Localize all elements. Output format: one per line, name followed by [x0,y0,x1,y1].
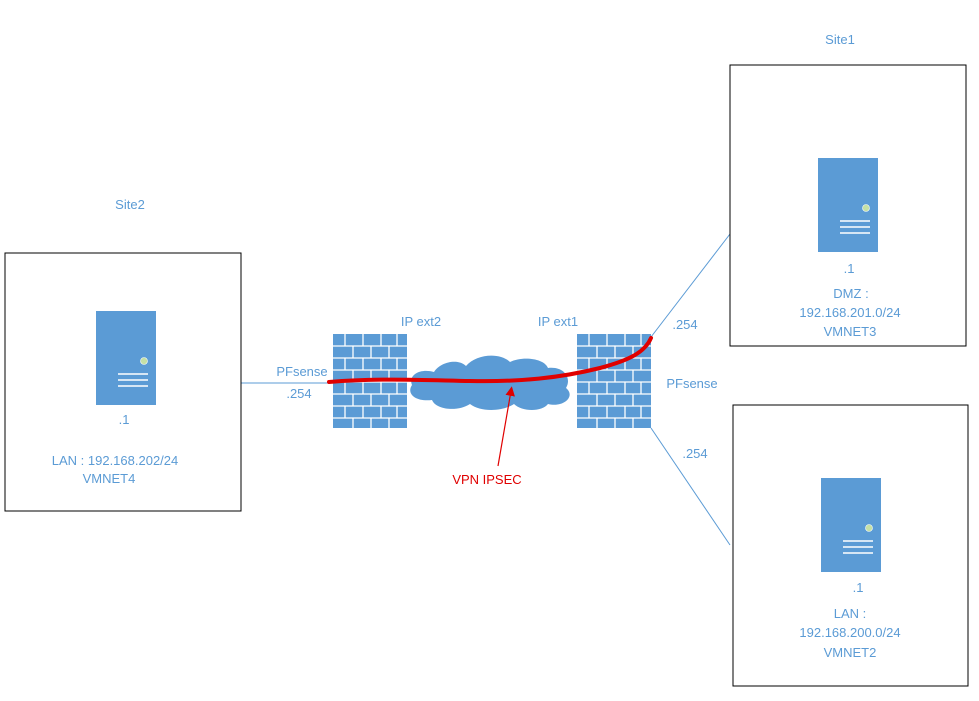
firewall-left-name: PFsense [276,364,327,379]
site1-vmnet: VMNET3 [824,324,877,339]
link-firewall-site3 [650,427,731,546]
site1-title: Site1 [825,32,855,47]
firewall-right-ext: IP ext1 [538,314,578,329]
site1-host: .1 [844,261,855,276]
site2-host: .1 [119,412,130,427]
firewall-icon [576,333,652,429]
site2-net: LAN : 192.168.202/24 [52,453,179,468]
site3-host: .1 [853,580,864,595]
site3-subnet: 192.168.200.0/24 [799,625,900,640]
site2-vmnet: VMNET4 [83,471,136,486]
site3-vmnet: VMNET2 [824,645,877,660]
firewall-left-port: .254 [286,386,311,401]
site3-net-name: LAN : [834,606,867,621]
link-firewall-site1 [650,233,731,338]
site2-box [4,252,242,512]
site2-title: Site2 [115,197,145,212]
site1-subnet: 192.168.201.0/24 [799,305,900,320]
link-site3-label: .254 [682,446,707,461]
link-site1-label: .254 [672,317,697,332]
site3-box [732,404,969,687]
vpn-label: VPN IPSEC [452,472,521,487]
firewall-left-ext: IP ext2 [401,314,441,329]
vpn-arrow [497,386,515,467]
vpn-tunnel [327,336,653,384]
server-icon [820,477,882,573]
firewall-right-name: PFsense [666,376,717,391]
server-icon [95,310,157,406]
site1-net-name: DMZ : [833,286,868,301]
site1-box [729,64,967,347]
server-icon [817,157,879,253]
